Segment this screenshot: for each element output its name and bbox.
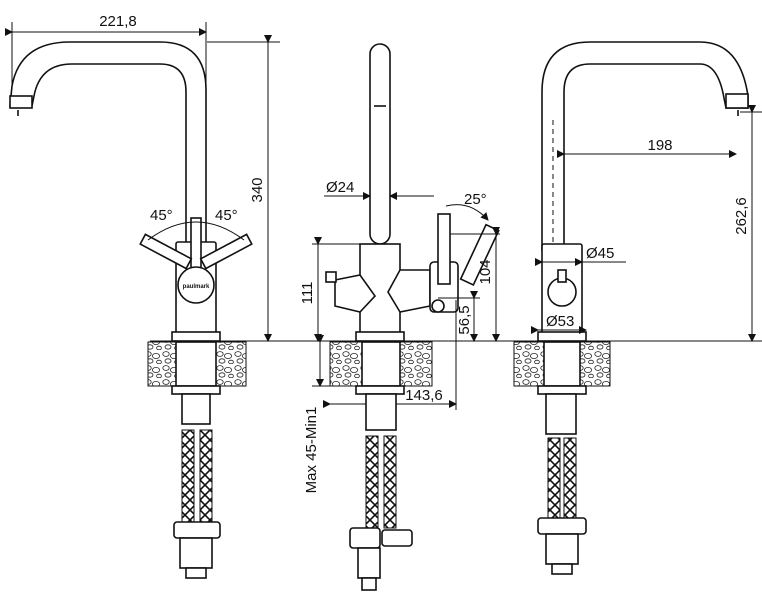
front-hose-left xyxy=(181,429,195,523)
side-hose-left xyxy=(365,435,379,529)
dim-spout-reach-front: 221,8 xyxy=(99,13,137,30)
dim-body-diameter-45: Ø45 xyxy=(586,245,614,262)
dim-height-104: 104 xyxy=(477,259,494,284)
back-view: 198 262,6 Ø45 Ø53 xyxy=(513,41,762,575)
back-counter-stone-left xyxy=(513,341,547,387)
front-handle-center xyxy=(190,217,202,269)
angle-right-label: 45° xyxy=(215,207,238,224)
side-view: Ø24 25° 111 104 56,5 143,6 Max 45-Min1 xyxy=(299,43,500,591)
side-right-valve xyxy=(387,269,431,313)
dim-height-56-5: 56,5 xyxy=(456,305,473,334)
front-aerator xyxy=(9,95,33,109)
front-counter-stone-left xyxy=(147,341,181,387)
front-counter-stone-right xyxy=(213,341,247,387)
dim-spout-height: 262,6 xyxy=(733,197,750,235)
side-spout xyxy=(369,43,391,245)
dim-base-diameter-53: Ø53 xyxy=(546,313,574,330)
back-spout xyxy=(541,41,749,251)
front-spout xyxy=(9,41,207,251)
front-shank xyxy=(175,341,217,387)
dim-depth-143-6: 143,6 xyxy=(405,387,443,404)
front-handle-left xyxy=(139,233,193,270)
side-counter-stone-left xyxy=(329,341,365,387)
dim-total-height: 340 xyxy=(249,177,266,202)
dim-height-111: 111 xyxy=(299,282,316,305)
side-counter-stone-right xyxy=(397,341,433,387)
dim-spout-diameter: Ø24 xyxy=(326,179,354,196)
back-hose-right xyxy=(563,437,577,519)
brand-logo: paulmark xyxy=(183,284,210,290)
dim-counter-thickness: Max 45-Min1 xyxy=(303,407,320,494)
dim-spout-reach-back: 198 xyxy=(647,137,672,154)
front-logo-disc xyxy=(177,266,215,304)
angle-left-label: 45° xyxy=(150,207,173,224)
side-left-cartridge xyxy=(334,274,377,313)
front-view: paulmark 45° 45° 221,8 340 xyxy=(5,13,280,579)
front-handle-right xyxy=(199,233,253,270)
front-angle-arc xyxy=(147,221,245,241)
side-handle xyxy=(437,213,451,285)
front-base-ring xyxy=(171,331,221,342)
front-hose-right xyxy=(199,429,213,523)
back-hose-left xyxy=(547,437,561,519)
back-counter-stone-right xyxy=(577,341,611,387)
side-hose-right xyxy=(383,435,397,529)
dim-side-angle: 25° xyxy=(464,191,487,208)
